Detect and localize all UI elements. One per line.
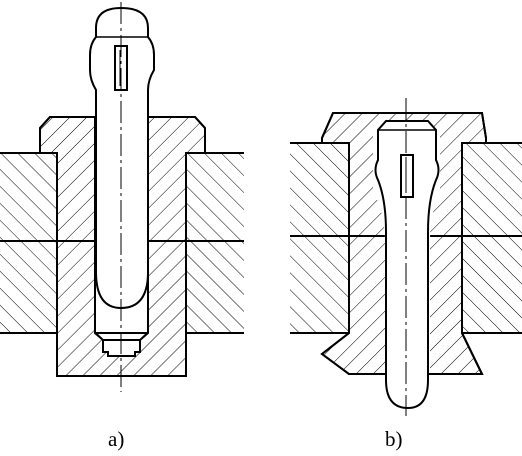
view-b — [290, 98, 522, 416]
caption-a: a) — [108, 427, 125, 451]
pin-b — [374, 120, 440, 410]
caption-b: b) — [385, 427, 403, 451]
pin-b-slot — [400, 154, 414, 198]
view-a — [0, 2, 244, 392]
plate-a — [0, 153, 244, 333]
pin-a — [89, 6, 155, 310]
